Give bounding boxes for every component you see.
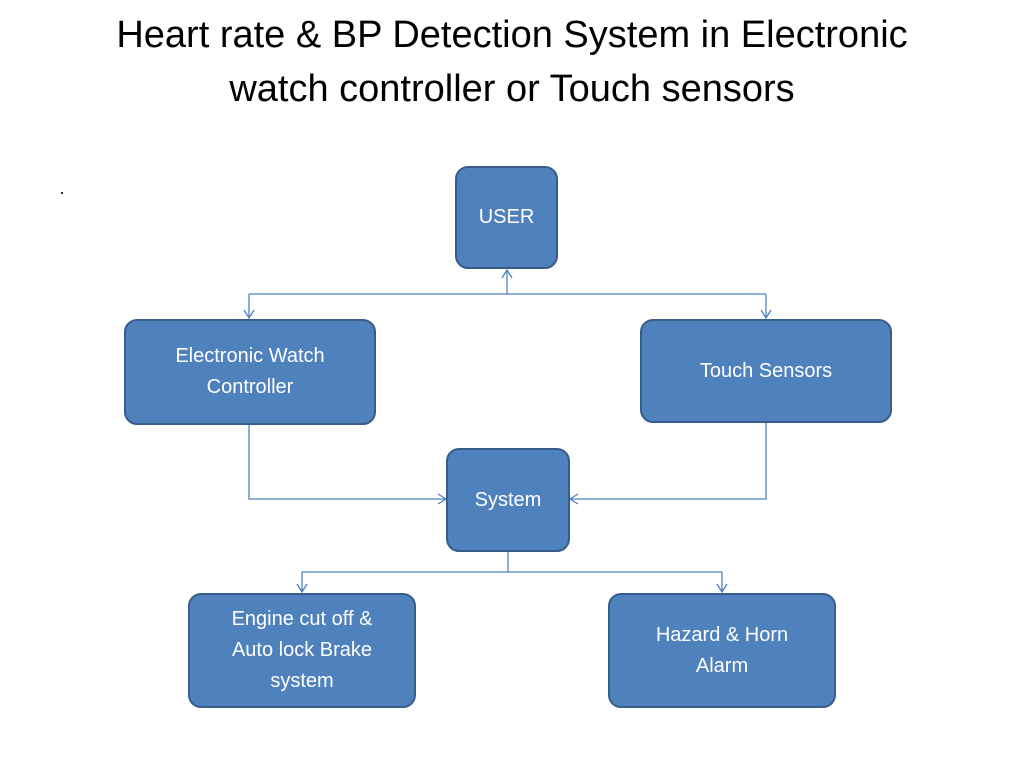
arrowhead-into-engine-cutoff xyxy=(296,583,308,594)
node-system-label: System xyxy=(465,485,552,516)
node-engine-cut-off-label: Engine cut off & Auto lock Brake system xyxy=(222,604,383,697)
slide-title-line-1: Heart rate & BP Detection System in Elec… xyxy=(116,14,908,56)
slide-title-line-2: watch controller or Touch sensors xyxy=(229,68,795,110)
node-user-label-line-1: USER xyxy=(478,206,535,228)
connector-lines xyxy=(248,270,767,592)
node-touch-sensors-label: Touch Sensors xyxy=(690,356,842,387)
arrowheads xyxy=(243,268,772,594)
arrowhead-into-watch-controller xyxy=(243,309,255,320)
node-hazard-horn-alarm: Hazard & Horn Alarm xyxy=(608,593,836,708)
node-electronic-watch-controller: Electronic Watch Controller xyxy=(124,319,376,425)
arrowhead-into-system-right xyxy=(568,493,579,505)
node-touch-sensors-label-line-1: Touch Sensors xyxy=(699,359,833,382)
node-touch-sensors: Touch Sensors xyxy=(640,319,892,423)
connector-watch-controller-to-system xyxy=(248,424,446,500)
node-engine-cut-off-label-line-1: Engine cut off & xyxy=(231,608,373,630)
node-hazard-horn-alarm-label: Hazard & Horn Alarm xyxy=(646,620,798,682)
stray-dot xyxy=(61,192,63,194)
node-electronic-watch-controller-label: Electronic Watch Controller xyxy=(165,341,334,403)
arrowhead-into-hazard-alarm xyxy=(716,583,728,594)
node-electronic-watch-controller-label-line-2: Controller xyxy=(206,376,294,398)
node-user-label: USER xyxy=(469,202,545,233)
node-hazard-horn-alarm-label-line-2: Alarm xyxy=(695,654,749,677)
node-system-label-line-1: System xyxy=(474,488,542,511)
node-engine-cut-off-label-line-2: Auto lock Brake xyxy=(231,639,373,661)
node-engine-cut-off-label-line-3: system xyxy=(270,670,334,692)
node-electronic-watch-controller-label-line-1: Electronic Watch xyxy=(175,345,325,367)
arrowhead-into-touch-sensors xyxy=(760,309,772,320)
slide-title: Heart rate & BP Detection System in Elec… xyxy=(40,8,984,116)
arrowhead-into-user xyxy=(501,268,513,279)
node-engine-cut-off: Engine cut off & Auto lock Brake system xyxy=(188,593,416,708)
connector-touch-sensors-to-system xyxy=(570,422,767,500)
node-system: System xyxy=(446,448,570,552)
node-hazard-horn-alarm-label-line-1: Hazard & Horn xyxy=(655,623,789,646)
node-user: USER xyxy=(455,166,558,269)
